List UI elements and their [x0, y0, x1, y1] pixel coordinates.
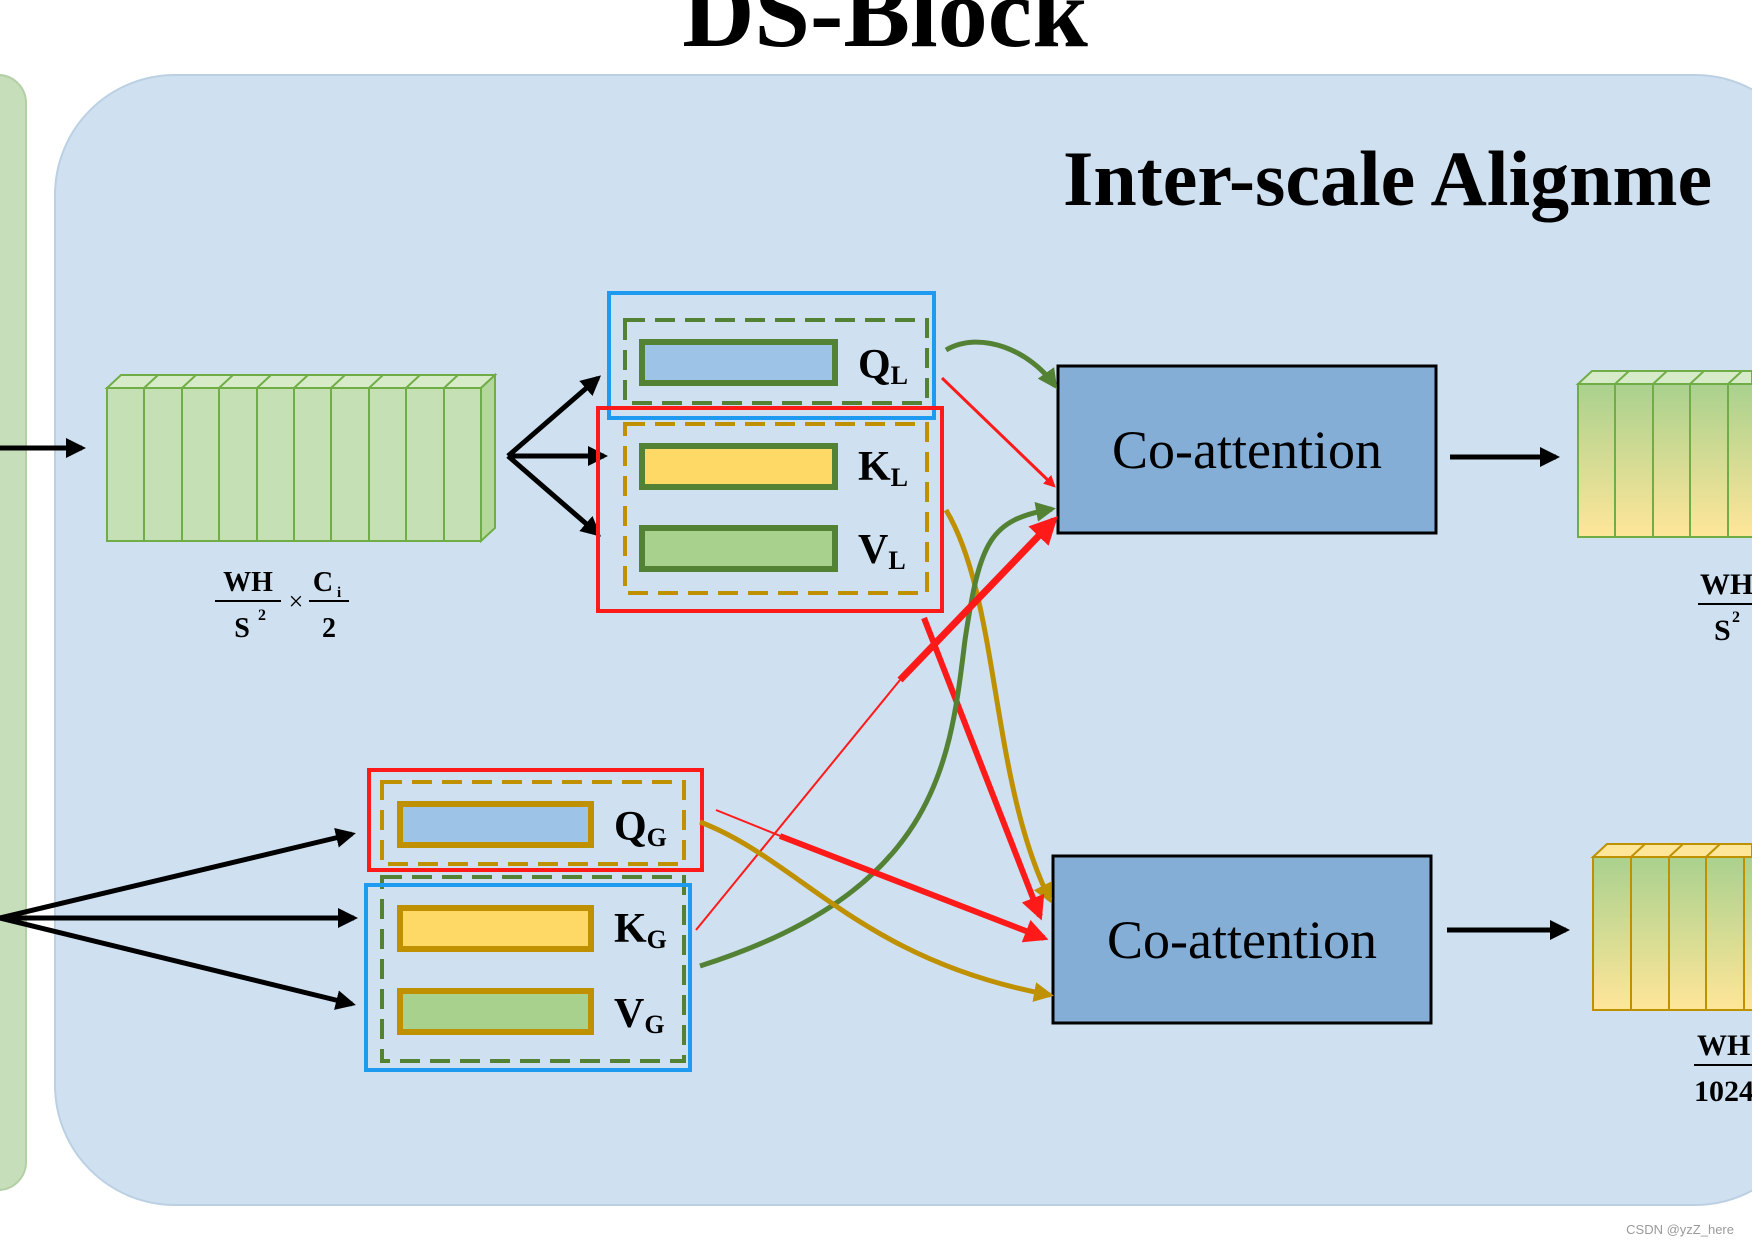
- left-panel: [0, 74, 27, 1191]
- global-kv-group-dashed: [380, 875, 686, 1063]
- coattention-bottom-label: Co-attention: [1107, 910, 1377, 970]
- local-kv-highlight-box: [596, 406, 944, 613]
- bottom-output-tensor: [1590, 843, 1752, 1011]
- svg-text:2: 2: [258, 607, 266, 624]
- global-split-arrows: [0, 827, 358, 1010]
- local-k-bar: [639, 443, 838, 490]
- local-q-bar: [639, 339, 838, 386]
- svg-text:S: S: [1714, 614, 1731, 647]
- inter-scale-panel: [54, 74, 1752, 1206]
- top-output-dim-label: WH S 2: [1698, 568, 1752, 647]
- svg-text:2: 2: [322, 613, 336, 644]
- local-v-bar: [639, 525, 838, 572]
- page-title: DS-Block: [682, 0, 1088, 68]
- svg-text:1024: 1024: [1694, 1075, 1752, 1108]
- bottom-output-dim-label: WH 1024: [1694, 1029, 1752, 1108]
- global-v-label: VG: [614, 991, 665, 1039]
- svg-text:×: ×: [289, 587, 304, 616]
- arrow-kgvg-to-top: [699, 501, 1056, 969]
- arrow-qg-red-thick: [778, 833, 1049, 943]
- svg-text:C: C: [313, 567, 333, 598]
- coattention-top-label: Co-attention: [1112, 420, 1382, 480]
- svg-text:WH: WH: [1697, 1029, 1750, 1062]
- svg-text:2: 2: [1732, 609, 1740, 626]
- coattention-bottom-box: [1051, 854, 1433, 1025]
- arrow-ql-red-top: [940, 376, 1056, 488]
- svg-text:WH: WH: [223, 567, 273, 598]
- arrow-kg-red-top-thin: [695, 679, 901, 931]
- arrow-klvl-red-bottom: [921, 616, 1045, 921]
- local-split-arrows: [506, 375, 608, 537]
- arrow-kg-red-top-thick: [897, 515, 1058, 683]
- local-q-label: QL: [858, 342, 908, 390]
- svg-text:S: S: [234, 613, 250, 644]
- top-output-tensor: [1575, 370, 1752, 538]
- panel-title: Inter-scale Alignme: [1063, 135, 1712, 222]
- global-kv-highlight-box: [364, 883, 692, 1072]
- coattention-top-box: [1056, 364, 1438, 535]
- arrow-klvl-to-bottom: [943, 508, 1053, 904]
- global-v-bar: [397, 988, 594, 1035]
- local-q-group-dashed: [623, 318, 929, 405]
- local-dim-label: WH S 2 × C i 2: [215, 567, 349, 644]
- local-input-tensor: [104, 372, 498, 544]
- global-q-label: QG: [614, 804, 667, 852]
- svg-text:i: i: [337, 585, 341, 601]
- global-q-highlight-box: [367, 768, 704, 872]
- watermark: CSDN @yzZ_here: [1626, 1222, 1734, 1237]
- local-v-label: VL: [858, 527, 906, 575]
- local-kv-group-dashed: [623, 422, 929, 595]
- svg-text:WH: WH: [1700, 568, 1752, 601]
- global-k-label: KG: [614, 906, 667, 954]
- global-q-group-dashed: [380, 780, 686, 866]
- global-q-bar: [397, 801, 594, 848]
- local-k-label: KL: [858, 444, 908, 492]
- global-k-bar: [397, 905, 594, 952]
- arrow-qg-to-bottom: [699, 819, 1054, 1002]
- arrow-ql-to-top: [944, 339, 1058, 390]
- local-q-highlight-box: [607, 291, 936, 420]
